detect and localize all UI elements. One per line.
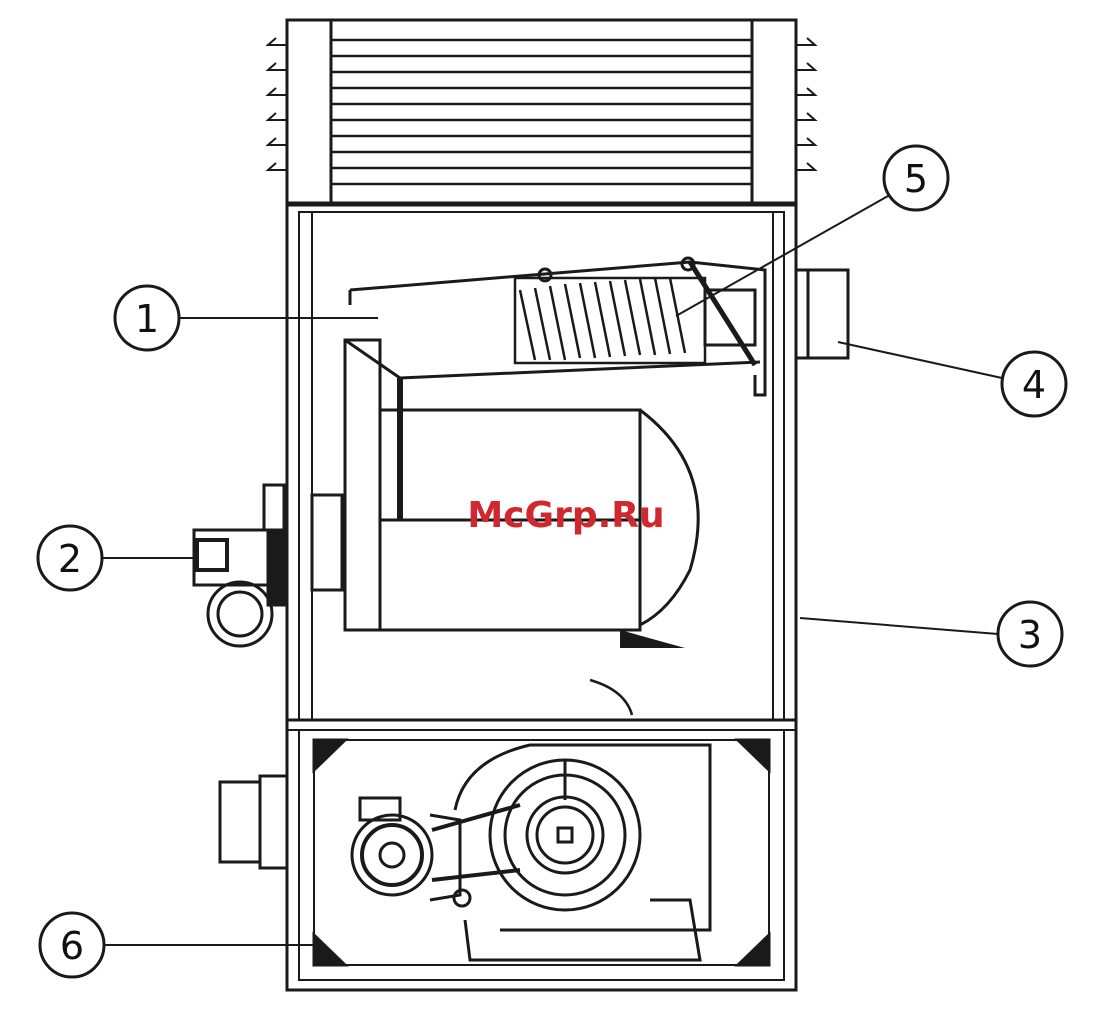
leader-line-3	[800, 618, 998, 634]
top-grille	[268, 20, 815, 205]
corner-gusset	[314, 740, 345, 770]
oil-burner	[194, 485, 342, 646]
callout-label: 4	[1022, 363, 1046, 407]
callout-2: 2	[38, 526, 102, 590]
flue-connector	[796, 270, 848, 358]
callout-label: 3	[1018, 613, 1042, 657]
leader-line-5	[676, 196, 888, 316]
corner-gusset	[738, 740, 769, 770]
watermark: McGrp.Ru	[467, 495, 664, 536]
callout-4: 4	[1002, 352, 1066, 416]
leader-line-4	[838, 342, 1002, 378]
callout-label: 1	[135, 297, 159, 341]
callout-6: 6	[40, 913, 104, 977]
corner-gusset	[314, 935, 345, 965]
blower-housing	[455, 745, 710, 930]
callout-5: 5	[884, 146, 948, 210]
leader-lines	[100, 196, 1002, 945]
burner-flange	[345, 340, 380, 630]
callout-label: 6	[60, 924, 84, 968]
callout-1: 1	[115, 286, 179, 350]
blower-assembly	[352, 745, 710, 960]
callout-label: 2	[58, 537, 82, 581]
corner-gusset	[738, 935, 769, 965]
grille-louvres	[331, 40, 752, 184]
flue-tubes	[515, 278, 705, 363]
grille-fins-right	[796, 38, 815, 170]
grille-frame	[287, 20, 796, 205]
heat-exchanger	[345, 258, 765, 715]
callout-label: 5	[904, 157, 928, 201]
callout-3: 3	[998, 602, 1062, 666]
duct-stub	[220, 776, 287, 868]
grille-fins-left	[268, 38, 287, 170]
